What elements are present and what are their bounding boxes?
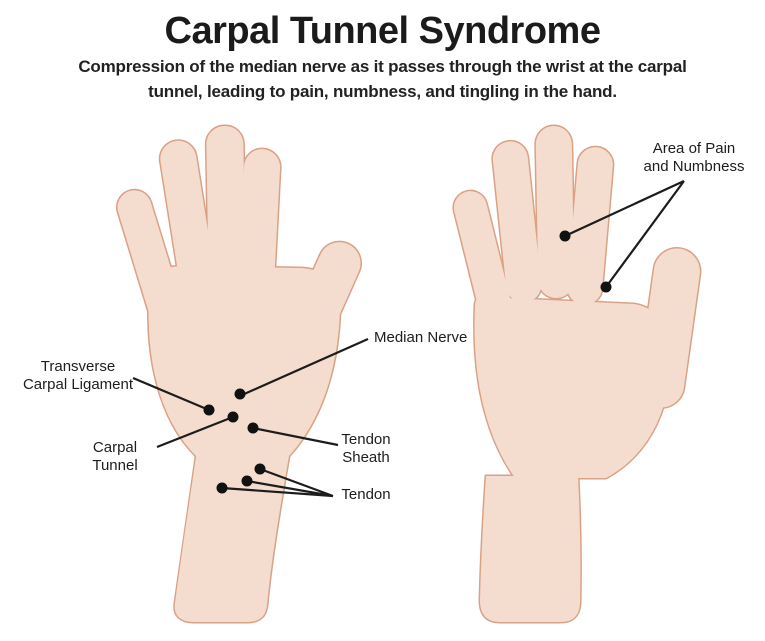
- transverse-ligament-label-line2: Carpal Ligament: [23, 376, 134, 393]
- right-hand-skin: [450, 125, 703, 623]
- transverse-ligament-leader: [132, 376, 210, 412]
- subtitle-line-2: tunnel, leading to pain, numbness, and t…: [148, 81, 617, 101]
- pain-area-leaders: [564, 180, 685, 288]
- anatomical-hand: [111, 124, 369, 624]
- tendon-label: Tendon: [341, 486, 390, 503]
- carpal-tunnel-label-line2: Tunnel: [92, 457, 137, 474]
- tendon-sheath-dot: [247, 422, 259, 434]
- pain-area-label-line2: and Numbness: [644, 158, 745, 175]
- carpal-tunnel-dot: [227, 411, 239, 423]
- median-nerve-dot: [234, 388, 246, 400]
- pain-area-dot-2: [600, 281, 612, 293]
- carpal-tunnel-label-line1: Carpal: [93, 439, 137, 456]
- transverse-ligament-label-line1: Transverse: [41, 358, 115, 375]
- pain-area-label-line1: Area of Pain: [653, 140, 736, 157]
- transverse-ligament-dot: [203, 404, 215, 416]
- tendon-leaders: [221, 467, 334, 498]
- tendon-sheath-label-line1: Tendon: [341, 431, 390, 448]
- pain-area-dot-1: [559, 230, 571, 242]
- median-nerve-leader: [241, 337, 369, 397]
- carpal-tunnel-leader: [156, 415, 234, 449]
- tendon-dot-1: [254, 463, 266, 475]
- tendon-dot-3: [216, 482, 228, 494]
- annotations: Median Nerve Transverse Carpal Ligament …: [23, 140, 744, 503]
- subtitle-line-1: Compression of the median nerve as it pa…: [78, 57, 687, 76]
- tendon-sheath-label-line2: Sheath: [342, 449, 390, 466]
- median-nerve-label: Median Nerve: [374, 329, 467, 346]
- tendon-sheath-leader: [252, 426, 339, 447]
- header: Carpal Tunnel Syndrome Compression of th…: [0, 0, 765, 104]
- tendon-dot-2: [241, 475, 253, 487]
- page-title: Carpal Tunnel Syndrome: [164, 10, 601, 52]
